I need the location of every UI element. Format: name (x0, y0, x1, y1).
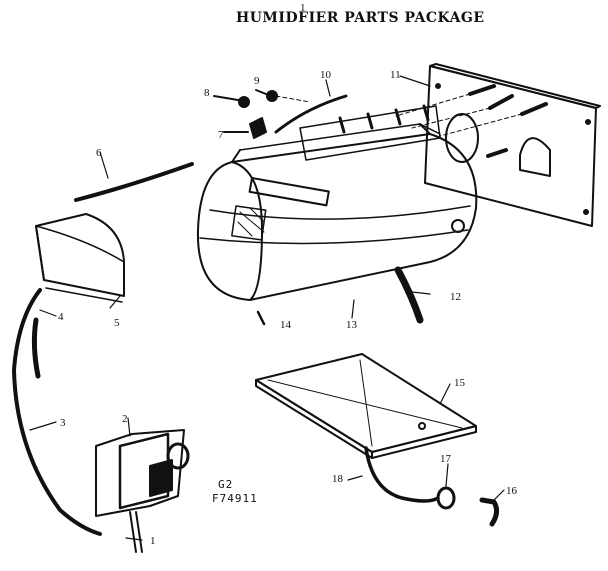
cord-grommet (31, 317, 41, 379)
callout-16: 16 (506, 485, 518, 497)
callout-15: 15 (454, 377, 466, 389)
pan-screw (256, 310, 266, 326)
drain-tube (364, 446, 440, 503)
code-line-1: G2 (218, 478, 234, 491)
callout-13: 13 (346, 319, 358, 331)
stud-lines (395, 93, 523, 137)
callout-17: 17 (440, 453, 452, 465)
housing-top-bracket (299, 104, 441, 161)
top-mark: 1 (300, 2, 306, 14)
callout-3: 3 (60, 417, 66, 429)
callout-7: 7 (218, 129, 224, 141)
motor-cover (35, 213, 125, 303)
callout-11: 11 (390, 69, 401, 81)
callout-9: 9 (254, 75, 260, 87)
callout-labels: 1 2 3 4 5 6 7 8 9 10 11 12 13 14 15 16 1… (58, 69, 518, 547)
callout-10: 10 (320, 69, 332, 81)
mounting-plate (424, 63, 601, 227)
code-line-2: F74911 (212, 492, 258, 505)
float-rod (274, 94, 348, 134)
leader-lines (29, 75, 505, 541)
hardware-small (213, 89, 311, 108)
callout-18: 18 (332, 473, 344, 485)
drain-fitting (479, 497, 500, 527)
plate-studs (468, 84, 548, 158)
callout-4: 4 (58, 311, 64, 323)
drain-elbow (394, 266, 424, 324)
callout-1: 1 (150, 535, 156, 547)
callout-5: 5 (114, 317, 120, 329)
callout-2: 2 (122, 413, 128, 425)
power-cord (12, 288, 102, 536)
humidifier-housing (196, 123, 478, 301)
callout-12: 12 (450, 291, 461, 303)
tube-coupling (436, 486, 456, 510)
callout-6: 6 (96, 147, 102, 159)
bent-rod (74, 162, 194, 202)
diagram-title: HUMIDFIER PARTS PACKAGE (236, 10, 485, 26)
switch-box (95, 429, 190, 553)
callout-8: 8 (204, 87, 210, 99)
nozzle (249, 117, 267, 139)
water-pan (255, 353, 477, 459)
callout-14: 14 (280, 319, 292, 331)
